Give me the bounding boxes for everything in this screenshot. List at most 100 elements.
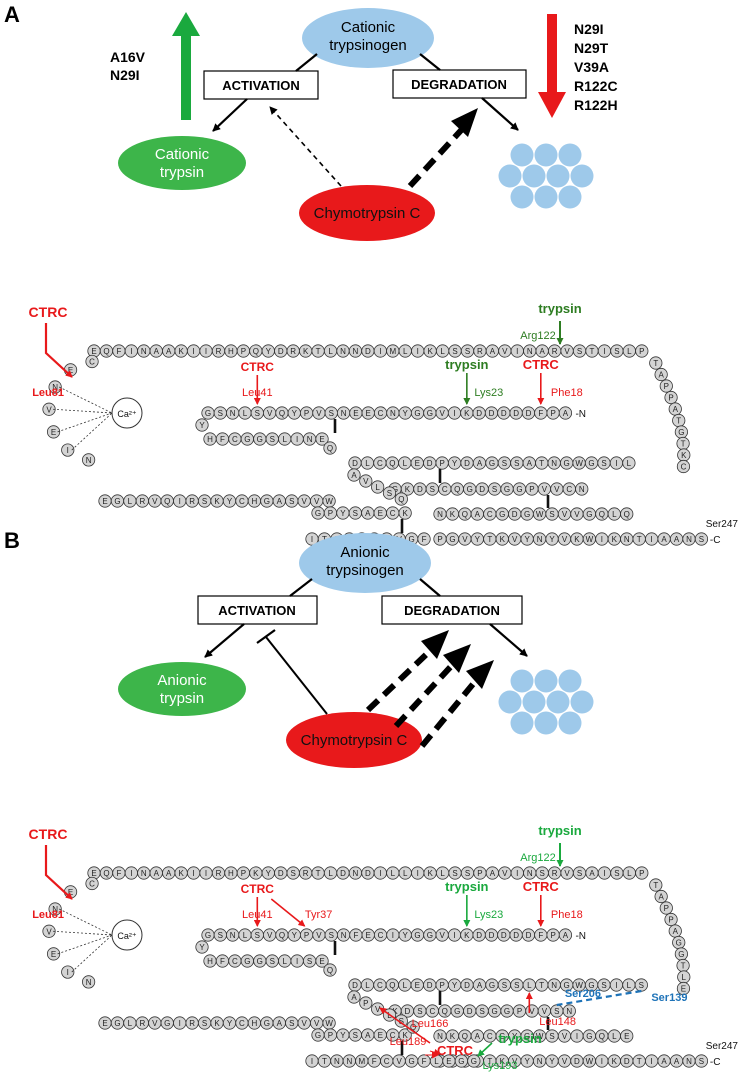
residue-letter: R <box>552 869 558 878</box>
residue <box>42 402 56 416</box>
crosslink <box>556 989 642 1007</box>
residue-letter: V <box>574 510 580 519</box>
residue-letter: T <box>487 535 492 544</box>
trypsin-b-label-1: Anionic <box>157 672 207 689</box>
residue-letter: L <box>391 869 396 878</box>
fragment-2 <box>558 143 582 167</box>
residue-letter: K <box>402 509 408 518</box>
residue-letter: N <box>686 535 692 544</box>
residue <box>417 532 431 546</box>
residue-letter: C <box>429 1007 435 1016</box>
residue-letter: P <box>639 347 644 356</box>
residue-letter: L <box>328 347 333 356</box>
residue-letter: G <box>427 409 433 418</box>
degradation-box <box>392 69 527 99</box>
residue <box>82 975 96 989</box>
residue-letter: Q <box>164 497 170 506</box>
residue-letter: N <box>437 1032 443 1041</box>
residue-letter: K <box>464 409 470 418</box>
residue-letter: L <box>627 347 632 356</box>
residue-letter: T <box>653 881 658 890</box>
residue-letter: C <box>566 485 572 494</box>
decrease-arrow-icon <box>547 14 557 94</box>
residue-letter: K <box>500 535 506 544</box>
residue-letter: S <box>417 1007 422 1016</box>
residue-letter: S <box>307 957 312 966</box>
residue-letter: T <box>316 869 321 878</box>
trypsinogen-b-label-1: Anionic <box>340 544 390 561</box>
residue-letter: V <box>440 409 446 418</box>
ctrc-degradation-head-icon <box>451 108 478 137</box>
residue-letter: M <box>389 347 396 356</box>
residue-letter: M <box>358 1057 365 1066</box>
fragment-3 <box>498 164 522 188</box>
degradation-label-b: DEGRADATION <box>404 603 500 618</box>
trypsin-label-2: trypsin <box>160 164 204 181</box>
residue-letter: P <box>550 931 555 940</box>
residue-letter: Y <box>512 1032 518 1041</box>
residue-letter: A <box>674 535 680 544</box>
residue-letter: P <box>437 535 442 544</box>
fragment-6 <box>570 690 594 714</box>
residue <box>620 507 634 521</box>
residue-letter: L <box>612 1032 617 1041</box>
residue-letter: L <box>375 483 380 492</box>
residue-letter: N <box>551 459 557 468</box>
residue-letter: T <box>487 1057 492 1066</box>
residue-letter: S <box>202 1019 207 1028</box>
down-mutation-5: R122H <box>574 97 618 113</box>
residue-letter: S <box>353 509 358 518</box>
residue-letter: D <box>365 347 371 356</box>
trypsin-site-label: trypsin <box>445 357 488 372</box>
residue-letter: G <box>504 485 510 494</box>
residue-letter: Q <box>454 485 460 494</box>
phe18-label: Phe18 <box>551 387 583 399</box>
fragment-5 <box>546 690 570 714</box>
n-terminus-label: -N <box>575 931 586 942</box>
residue-letter: C <box>384 1057 390 1066</box>
phe18-label: Phe18 <box>551 909 583 921</box>
residue-letter: A <box>475 1032 481 1041</box>
residue-letter: G <box>164 1019 170 1028</box>
residue <box>649 878 663 892</box>
residue-letter: N <box>230 931 236 940</box>
residue-letter: D <box>476 931 482 940</box>
down-mutation-4: R122C <box>574 78 618 94</box>
residue-letter: F <box>220 435 225 444</box>
residue <box>359 474 373 488</box>
residue-letter: E <box>102 1019 107 1028</box>
residue-letter: H <box>228 347 234 356</box>
residue-letter: A <box>540 347 546 356</box>
edge-trypsinogen-degradation <box>419 53 441 71</box>
residue-letter: I <box>130 869 132 878</box>
residue-letter: Y <box>403 931 409 940</box>
residue-letter: D <box>489 409 495 418</box>
residue-letter: V <box>502 869 508 878</box>
residue-letter: I <box>296 957 298 966</box>
residue-letter: I <box>651 535 653 544</box>
residue <box>195 418 209 432</box>
residue-letter: L <box>128 1019 133 1028</box>
residue-letter: S <box>255 409 260 418</box>
residue-letter: N <box>537 1057 543 1066</box>
residue-letter: A <box>563 931 569 940</box>
residue-letter: G <box>458 1057 464 1066</box>
residue <box>48 902 62 916</box>
residue-letter: P <box>664 904 669 913</box>
residue-letter: C <box>232 957 238 966</box>
residue <box>46 425 61 439</box>
residue-letter: L <box>440 869 445 878</box>
residue-letter: I <box>67 446 69 455</box>
residue-letter: C <box>487 510 493 519</box>
residue-letter: P <box>664 382 669 391</box>
residue-letter: N <box>341 409 347 418</box>
residue-letter: P <box>328 1031 333 1040</box>
residue-letter: W <box>536 1032 544 1041</box>
residue-letter: N <box>141 347 147 356</box>
residue-letter: V <box>512 1057 518 1066</box>
residue-letter: P <box>304 409 309 418</box>
residue <box>359 996 373 1010</box>
residue-letter: P <box>241 347 246 356</box>
residue <box>315 432 329 446</box>
